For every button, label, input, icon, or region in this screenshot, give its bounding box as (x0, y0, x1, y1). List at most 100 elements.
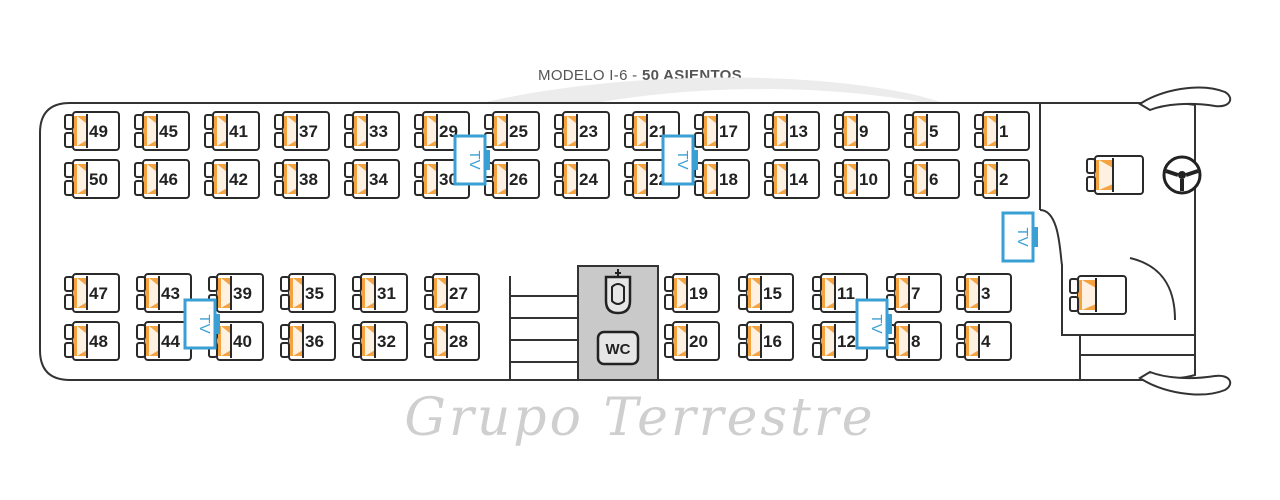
seat-number: 26 (509, 170, 528, 189)
seat-24[interactable]: 24 (554, 159, 610, 199)
seat-number: 29 (439, 122, 458, 141)
tv-icon: TV (183, 298, 220, 350)
seat-13[interactable]: 13 (764, 111, 820, 151)
seat-14[interactable]: 14 (764, 159, 820, 199)
seat-31[interactable]: 31 (352, 273, 408, 313)
tv-icon: TV (1001, 211, 1038, 263)
seat-33[interactable]: 33 (344, 111, 400, 151)
seat-number: 1 (999, 122, 1008, 141)
toilet-icon (604, 269, 632, 315)
seat-number: 12 (837, 332, 856, 351)
tv-label: TV (196, 314, 213, 333)
seat-8[interactable]: 8 (886, 321, 942, 361)
seat-number: 37 (299, 122, 318, 141)
seat-number: 36 (305, 332, 324, 351)
front-mirror-top (1138, 86, 1232, 112)
seat-34[interactable]: 34 (344, 159, 400, 199)
seat-15[interactable]: 15 (738, 273, 794, 313)
steering-wheel-icon (1162, 155, 1202, 195)
seat-2[interactable]: 2 (974, 159, 1030, 199)
seat-47[interactable]: 47 (64, 273, 120, 313)
seat-42[interactable]: 42 (204, 159, 260, 199)
seat-number: 7 (911, 284, 920, 303)
seat-number: 13 (789, 122, 808, 141)
seat-number: 32 (377, 332, 396, 351)
seat-number: 49 (89, 122, 108, 141)
seat-20[interactable]: 20 (664, 321, 720, 361)
seat-44[interactable]: 44 (136, 321, 192, 361)
seat-number: 31 (377, 284, 396, 303)
seat-number: 23 (579, 122, 598, 141)
seat-number: 39 (233, 284, 252, 303)
seat-50[interactable]: 50 (64, 159, 120, 199)
seat-45[interactable]: 45 (134, 111, 190, 151)
seat-3[interactable]: 3 (956, 273, 1012, 313)
seat-7[interactable]: 7 (886, 273, 942, 313)
seat-number: 5 (929, 122, 938, 141)
seat-22[interactable]: 22 (624, 159, 680, 199)
seat-number: 14 (789, 170, 808, 189)
seat-10[interactable]: 10 (834, 159, 890, 199)
seat-6[interactable]: 6 (904, 159, 960, 199)
seat-18[interactable]: 18 (694, 159, 750, 199)
seat-43[interactable]: 43 (136, 273, 192, 313)
seat-number: 25 (509, 122, 528, 141)
seat-number: 15 (763, 284, 782, 303)
seat-number: 42 (229, 170, 248, 189)
seat-27[interactable]: 27 (424, 273, 480, 313)
seat-number: 4 (981, 332, 991, 351)
seat-39[interactable]: 39 (208, 273, 264, 313)
seat-49[interactable]: 49 (64, 111, 120, 151)
seat-28[interactable]: 28 (424, 321, 480, 361)
seat-9[interactable]: 9 (834, 111, 890, 151)
seat-number: 16 (763, 332, 782, 351)
seat-46[interactable]: 46 (134, 159, 190, 199)
seat-16[interactable]: 16 (738, 321, 794, 361)
seat-number: 27 (449, 284, 468, 303)
seat-number: 20 (689, 332, 708, 351)
seat-41[interactable]: 41 (204, 111, 260, 151)
seat-number: 33 (369, 122, 388, 141)
tv-icon: TV (453, 134, 490, 186)
seat-number: 41 (229, 122, 248, 141)
front-mirror-bottom (1138, 370, 1232, 396)
seat-36[interactable]: 36 (280, 321, 336, 361)
seat-number: 50 (89, 170, 108, 189)
seat-37[interactable]: 37 (274, 111, 330, 151)
seat-48[interactable]: 48 (64, 321, 120, 361)
seat-25[interactable]: 25 (484, 111, 540, 151)
seat-35[interactable]: 35 (280, 273, 336, 313)
seat-4[interactable]: 4 (956, 321, 1012, 361)
seat-5[interactable]: 5 (904, 111, 960, 151)
seat-number: 10 (859, 170, 878, 189)
seat-number: 9 (859, 122, 868, 141)
stairs (509, 276, 580, 380)
seat-number: 40 (233, 332, 252, 351)
seat-number: 44 (161, 332, 180, 351)
seat-number: 17 (719, 122, 738, 141)
seat-1[interactable]: 1 (974, 111, 1030, 151)
seat-number: 24 (579, 170, 598, 189)
seat-number: 8 (911, 332, 920, 351)
seat-17[interactable]: 17 (694, 111, 750, 151)
seat-38[interactable]: 38 (274, 159, 330, 199)
seat-number: 18 (719, 170, 738, 189)
seat-19[interactable]: 19 (664, 273, 720, 313)
seat-number: 6 (929, 170, 938, 189)
seat-number: 34 (369, 170, 388, 189)
tv-label: TV (1014, 227, 1031, 246)
seat-32[interactable]: 32 (352, 321, 408, 361)
wc-label: WC (606, 341, 631, 358)
wc-icon: WC (596, 330, 640, 366)
tv-label: TV (466, 150, 483, 169)
seat-number: 45 (159, 122, 178, 141)
seat-number: 48 (89, 332, 108, 351)
seat-23[interactable]: 23 (554, 111, 610, 151)
tv-label: TV (674, 150, 691, 169)
seat-26[interactable]: 26 (484, 159, 540, 199)
seat-number: 35 (305, 284, 324, 303)
tv-icon: TV (661, 134, 698, 186)
seat-number: 38 (299, 170, 318, 189)
